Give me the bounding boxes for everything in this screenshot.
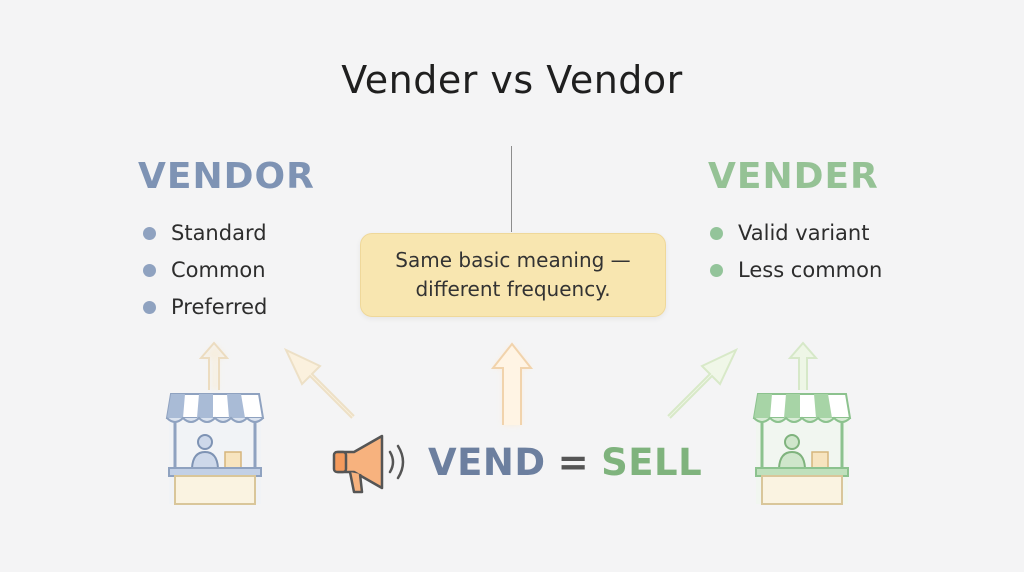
equation-word-vend: VEND [428,441,546,484]
list-item: Valid variant [710,220,882,257]
bullet-dot [143,301,156,314]
list-item: Common [143,257,267,294]
market-stall-icon [752,393,852,505]
vendor-item-label: Standard [171,221,267,245]
up-arrow-icon [490,342,534,425]
page-title: Vender vs Vendor [341,58,683,102]
list-item: Less common [710,257,882,294]
vender-item-label: Valid variant [738,221,870,245]
bullet-dot [143,227,156,240]
bullet-dot [143,264,156,277]
vendor-heading: VENDOR [138,156,315,197]
market-stall-icon [165,393,265,505]
vendor-list: Standard Common Preferred [143,220,267,331]
vender-item-label: Less common [738,258,883,282]
list-item: Preferred [143,294,267,331]
note-line-2: different frequency. [415,277,611,301]
equation-operator: = [557,441,590,484]
bullet-dot [710,227,723,240]
vender-list: Valid variant Less common [710,220,882,294]
center-divider [511,146,512,232]
up-arrow-icon [787,341,819,390]
bullet-dot [710,264,723,277]
equation-word-sell: SELL [601,441,703,484]
vender-heading: VENDER [708,156,879,197]
diagonal-arrow-icon [283,347,355,419]
list-item: Standard [143,220,267,257]
vendor-item-label: Preferred [171,295,268,319]
meaning-note: Same basic meaning — different frequency… [360,233,666,317]
vend-equals-sell: VEND = SELL [428,441,702,484]
up-arrow-icon [198,341,230,390]
vendor-item-label: Common [171,258,266,282]
diagonal-arrow-icon [667,347,739,419]
megaphone-icon [332,434,405,494]
note-text: Same basic meaning — different frequency… [368,246,658,304]
note-line-1: Same basic meaning — [395,248,631,272]
